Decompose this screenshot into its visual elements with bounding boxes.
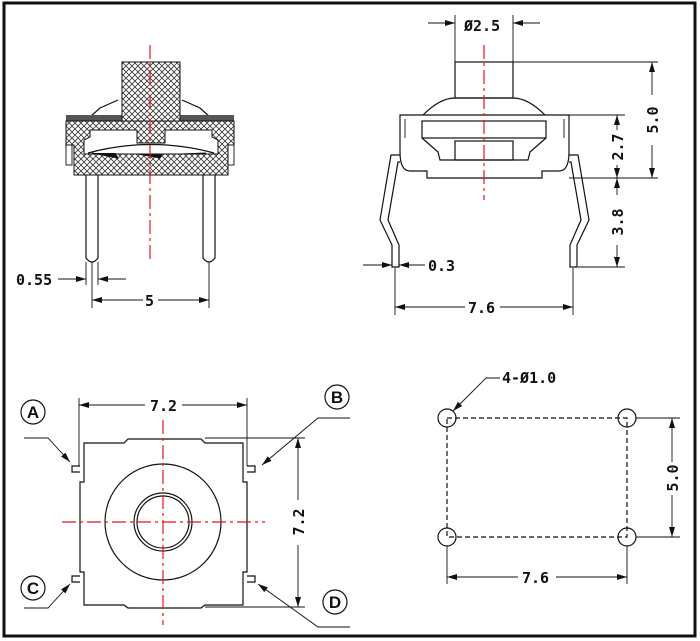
dim-pin-span: 7.6 — [468, 299, 495, 317]
dim-vertical: 5.0 — [664, 464, 682, 491]
pin-left — [85, 175, 99, 263]
leader-d — [257, 583, 350, 628]
lead-right — [569, 154, 590, 268]
dimension-pin-width: 0.55 — [16, 262, 126, 289]
leader-a — [24, 437, 71, 463]
dimension-pin-span: 7.6 — [394, 268, 574, 317]
dimension-total-height: 5.0 — [644, 62, 662, 178]
dimension-pin-thickness: 0.3 — [363, 257, 455, 275]
terminal-label-b: B — [324, 384, 350, 410]
dimension-vertical: 5.0 — [636, 417, 682, 538]
dim-pin-width: 0.55 — [16, 271, 52, 289]
terminal-letter: C — [27, 579, 39, 598]
lead-left — [379, 154, 400, 268]
contact-dome — [87, 143, 215, 154]
terminal-label-c: C — [20, 575, 46, 601]
spring-dome — [89, 99, 211, 118]
footprint-outline — [446, 417, 628, 538]
dimension-extension-lines — [513, 61, 658, 268]
dimension-pin-length: 3.8 — [609, 178, 627, 267]
terminal-tabs — [71, 465, 256, 583]
pcb-layout: 4-Ø1.0 5.0 7.6 — [437, 369, 682, 587]
dimension-pin-pitch: 5 — [91, 262, 210, 310]
body — [399, 114, 570, 179]
leader-c — [24, 583, 71, 609]
body-outline — [79, 438, 248, 609]
leader-b — [261, 417, 350, 466]
side-section-view: 0.55 5 — [16, 45, 235, 310]
housing-tab-left — [65, 144, 73, 166]
dimension-stem-diameter: Ø2.5 — [428, 15, 540, 62]
dim-body-height: 2.7 — [609, 133, 627, 160]
dim-total-height: 5.0 — [644, 106, 662, 133]
dimension-height: 7.2 — [205, 437, 308, 608]
pin-right — [202, 175, 216, 263]
side-view: Ø2.5 5.0 2.7 3.8 0.3 — [363, 15, 662, 317]
terminal-letter: D — [329, 593, 341, 612]
leader-holes — [452, 377, 500, 412]
contact-points — [91, 152, 207, 159]
housing-tab-right — [227, 144, 235, 166]
hole — [437, 408, 457, 428]
dimension-width: 7.2 — [78, 397, 248, 466]
dim-horizontal: 7.6 — [522, 569, 549, 587]
dim-width: 7.2 — [150, 397, 177, 415]
dim-stem-diameter: Ø2.5 — [463, 17, 500, 35]
dim-pin-length: 3.8 — [609, 208, 627, 235]
terminal-label-a: A — [20, 399, 46, 425]
terminal-letter: A — [27, 403, 39, 422]
actuator-stem — [121, 61, 181, 122]
dim-pin-pitch: 5 — [145, 292, 154, 310]
top-view: 7.2 7.2 A B C D — [20, 384, 350, 628]
terminal-letter: B — [331, 388, 343, 407]
dimension-horizontal: 7.6 — [446, 546, 628, 587]
dim-height: 7.2 — [290, 508, 308, 535]
terminal-label-d: D — [322, 589, 348, 615]
dim-pin-thickness: 0.3 — [428, 257, 455, 275]
dim-holes: 4-Ø1.0 — [502, 369, 556, 387]
dimension-body-height: 2.7 — [609, 115, 627, 178]
